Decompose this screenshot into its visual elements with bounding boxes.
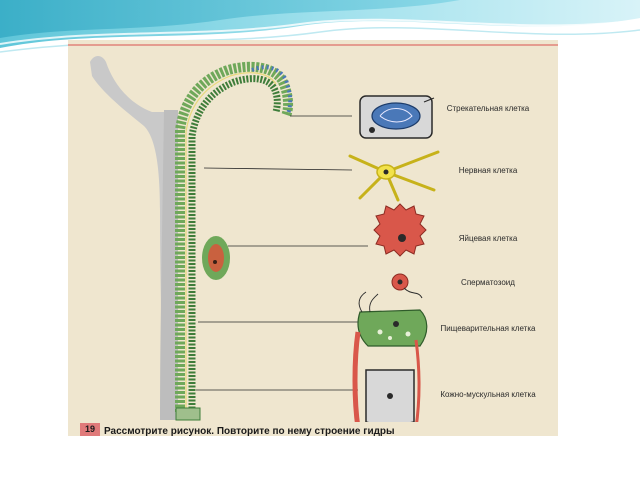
hydra-body-wall bbox=[175, 61, 294, 421]
label-nerve-cell: Нервная клетка bbox=[458, 166, 518, 175]
label-digestive-cell: Пищеварительная клетка bbox=[440, 324, 536, 333]
stinging-cell-illustration bbox=[359, 95, 435, 139]
label-stinging-cell: Стрекательная клетка bbox=[446, 104, 530, 113]
sperm-illustration bbox=[391, 273, 423, 299]
nerve-cell-illustration bbox=[348, 150, 440, 202]
figure-number: 19 bbox=[80, 423, 100, 436]
label-egg-cell: Яйцевая клетка bbox=[458, 234, 518, 243]
leader-lines bbox=[196, 115, 368, 391]
digestive-cell-illustration bbox=[357, 291, 428, 347]
leader-nerve bbox=[203, 167, 353, 171]
label-sperm: Сперматозоид bbox=[461, 278, 515, 287]
slide-header-decoration bbox=[0, 0, 640, 53]
hydra-diagram bbox=[68, 44, 558, 429]
egg-bulge bbox=[202, 236, 230, 280]
hydra-body-silhouette bbox=[90, 56, 178, 420]
caption-bar bbox=[68, 422, 558, 436]
label-muscle-cell: Кожно-мускульная клетка bbox=[440, 390, 536, 399]
figure-caption: Рассмотрите рисунок. Повторите по нему с… bbox=[104, 426, 395, 436]
hydra-diagram-plate: Стрекательная клетка Нервная клетка Яйце… bbox=[68, 40, 558, 436]
egg-cell-illustration bbox=[373, 203, 427, 257]
